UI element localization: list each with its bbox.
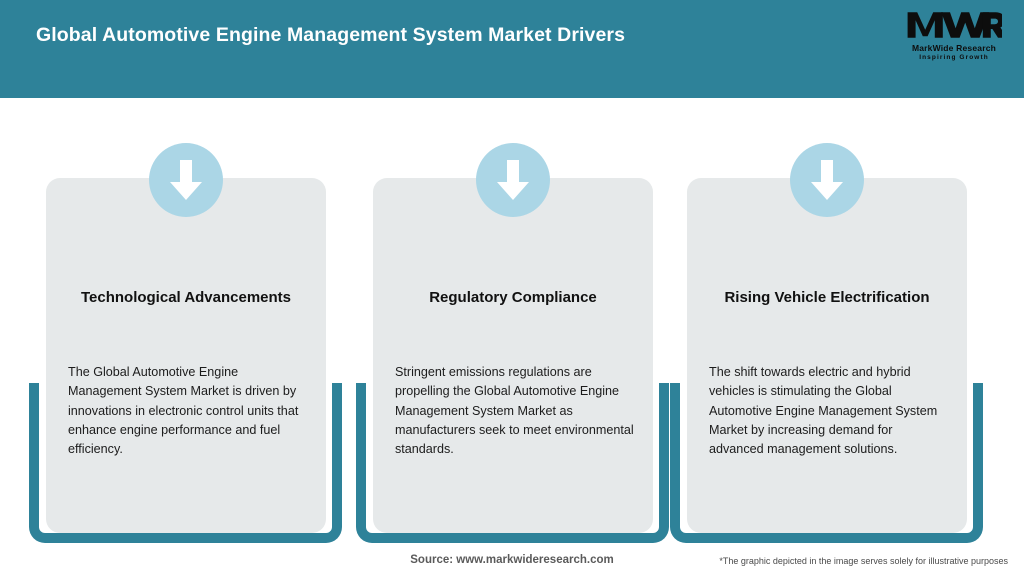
logo-company-name: MarkWide Research bbox=[911, 43, 997, 53]
down-arrow-icon bbox=[148, 143, 223, 217]
card-title: Rising Vehicle Electrification bbox=[724, 289, 930, 306]
card-teal-frame bbox=[29, 383, 342, 543]
card-panel: Rising Vehicle Electrification The shift… bbox=[687, 178, 967, 533]
brand-logo: MarkWide Research Inspiring Growth bbox=[906, 8, 1002, 66]
mwr-logo-icon bbox=[907, 12, 1002, 38]
card-panel: Regulatory Compliance Stringent emission… bbox=[373, 178, 653, 533]
down-arrow-icon bbox=[789, 143, 864, 217]
down-arrow-icon bbox=[475, 143, 550, 217]
disclaimer-note: *The graphic depicted in the image serve… bbox=[719, 556, 1008, 566]
card-panel: Technological Advancements The Global Au… bbox=[46, 178, 326, 533]
card-teal-frame bbox=[356, 383, 669, 543]
down-arrow-glyph bbox=[169, 160, 202, 200]
driver-card-1[interactable]: Technological Advancements The Global Au… bbox=[29, 143, 342, 543]
page-title: Global Automotive Engine Management Syst… bbox=[36, 24, 626, 46]
down-arrow-glyph bbox=[810, 160, 843, 200]
logo-tagline: Inspiring Growth bbox=[919, 54, 989, 61]
driver-card-3[interactable]: Rising Vehicle Electrification The shift… bbox=[670, 143, 983, 543]
card-title: Regulatory Compliance bbox=[429, 289, 597, 306]
card-title: Technological Advancements bbox=[80, 289, 292, 306]
card-body-text: Stringent emissions regulations are prop… bbox=[395, 365, 634, 457]
card-teal-frame bbox=[670, 383, 983, 543]
source-label: Source: www.markwideresearch.com bbox=[410, 554, 614, 566]
card-body-text: The Global Automotive Engine Management … bbox=[68, 365, 299, 457]
header-band: Global Automotive Engine Management Syst… bbox=[0, 0, 1024, 98]
card-body-text: The shift towards electric and hybrid ve… bbox=[709, 365, 938, 457]
down-arrow-glyph bbox=[496, 160, 529, 200]
driver-card-2[interactable]: Regulatory Compliance Stringent emission… bbox=[356, 143, 669, 543]
